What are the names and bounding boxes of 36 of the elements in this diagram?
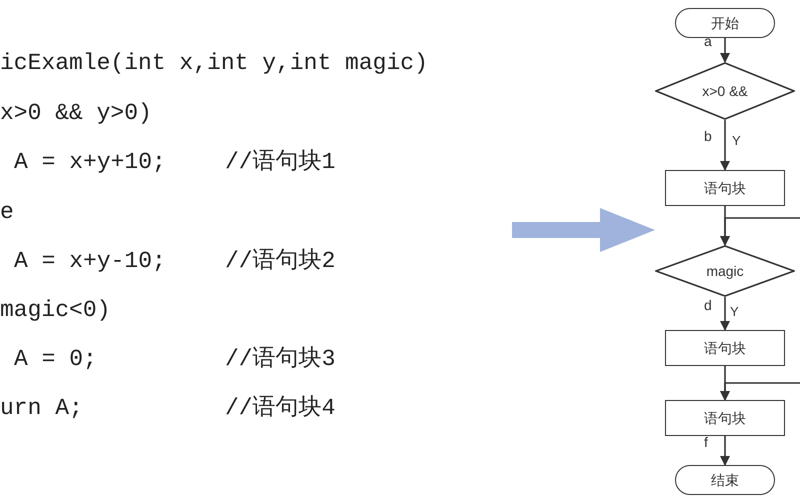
code-line: magic<0) bbox=[0, 296, 110, 325]
node-text: 语句块 bbox=[704, 180, 746, 196]
process-box bbox=[665, 330, 785, 366]
node-text: x>0 && bbox=[702, 83, 748, 99]
node-text: 结束 bbox=[711, 472, 739, 488]
branch-label: Y bbox=[731, 134, 742, 148]
branch-label: Y bbox=[729, 305, 740, 319]
edge-label: b bbox=[703, 129, 713, 144]
process-box bbox=[665, 170, 785, 206]
decision-diamond bbox=[655, 245, 795, 297]
code-line: icExamle(int x,int y,int magic) bbox=[0, 49, 428, 78]
node-text: 语句块 bbox=[704, 410, 746, 426]
code-line: //语句块1 bbox=[225, 148, 336, 177]
code-line: e bbox=[0, 198, 14, 227]
terminal-box bbox=[675, 465, 775, 495]
terminal-box bbox=[675, 8, 775, 38]
arrow bbox=[720, 120, 730, 171]
code-line: x>0 && y>0) bbox=[0, 99, 152, 128]
code-line: urn A; bbox=[0, 394, 83, 423]
arrow bbox=[720, 217, 800, 246]
node-text: 语句块 bbox=[704, 340, 746, 356]
decision-diamond bbox=[655, 62, 795, 120]
code-line: //语句块4 bbox=[225, 394, 336, 423]
arrow bbox=[720, 382, 800, 401]
process-box bbox=[665, 400, 785, 436]
arrow bbox=[720, 297, 730, 331]
edge-label: d bbox=[703, 298, 713, 312]
code-line: A = x+y+10; bbox=[14, 148, 166, 177]
node-text: magic bbox=[706, 263, 744, 279]
code-line: A = x+y-10; bbox=[14, 247, 166, 276]
code-line: //语句块3 bbox=[225, 345, 336, 374]
arrow bbox=[720, 38, 730, 63]
node-text: 开始 bbox=[711, 15, 739, 31]
arrow bbox=[720, 436, 730, 466]
code-line: A = 0; bbox=[14, 345, 97, 374]
code-line: //语句块2 bbox=[225, 247, 336, 276]
